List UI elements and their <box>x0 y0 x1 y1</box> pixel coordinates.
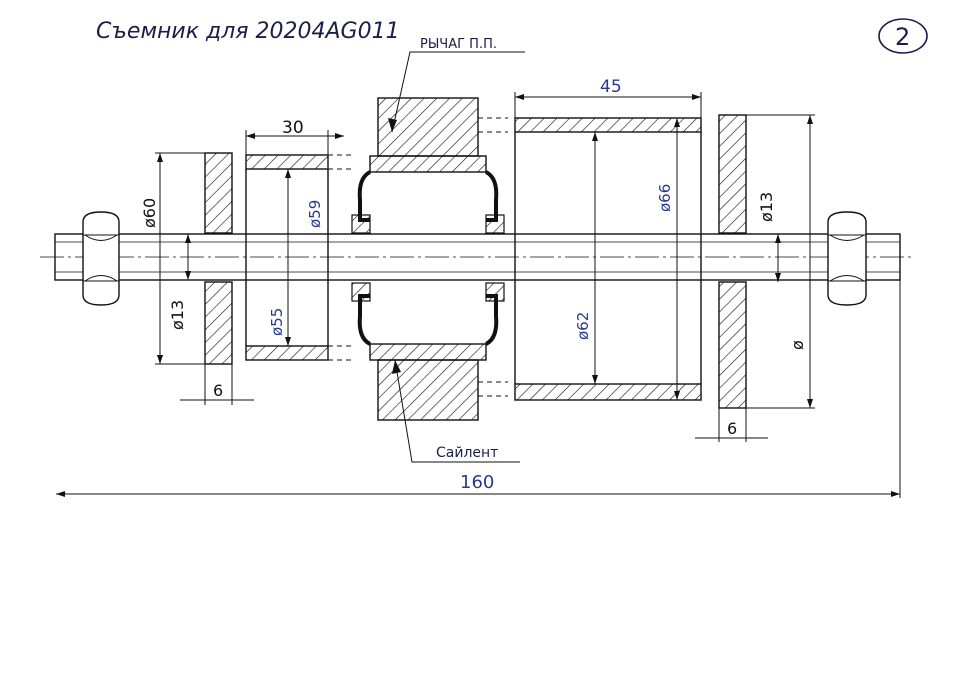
silentblock-bushing <box>351 155 505 361</box>
silentblock-label: Сайлент <box>436 445 498 461</box>
dim-left-spacer-inner-label: ø55 <box>268 308 286 336</box>
dim-total-length-label: 160 <box>460 472 494 493</box>
silentblock-leader: Сайлент <box>392 359 520 463</box>
dim-right-cup-inner-label: ø62 <box>574 312 592 340</box>
dim-left-washer-outer-label: ø60 <box>140 198 159 228</box>
right-washer <box>718 114 747 409</box>
threaded-rod <box>40 233 915 281</box>
sheet-number: 2 <box>895 23 910 51</box>
right-nut <box>827 211 867 306</box>
dim-left-spacer-width-label: 30 <box>282 118 304 138</box>
dim-right-washer-diameters: ø13 ø <box>746 114 815 409</box>
left-spacer-tube <box>245 154 355 361</box>
dim-right-washer-thickness: 6 <box>695 408 768 442</box>
dim-right-washer-thickness-label: 6 <box>727 419 737 438</box>
dim-right-washer-outer-label: ø <box>788 340 807 350</box>
dim-left-spacer-diameters: ø59 ø55 <box>268 169 324 346</box>
dim-left-washer-inner-label: ø13 <box>168 300 187 330</box>
dim-left-spacer-width: 30 <box>245 118 344 155</box>
dim-left-washer-outer: ø60 <box>140 152 205 365</box>
drawing-title: Съемник для 20204AG011 <box>96 19 400 44</box>
dim-right-washer-inner-label: ø13 <box>757 192 776 222</box>
lever-leader: РЫЧАГ П.П. <box>388 37 525 133</box>
dim-right-cup-outer-label: ø66 <box>656 184 674 212</box>
dim-left-spacer-outer-label: ø59 <box>306 200 324 228</box>
dim-right-cup-diameters: ø66 ø62 <box>574 118 680 400</box>
dim-left-washer-thickness: 6 <box>180 364 254 405</box>
lever-label: РЫЧАГ П.П. <box>420 37 497 52</box>
left-nut <box>82 211 120 306</box>
dim-left-washer-inner: ø13 <box>168 234 191 330</box>
right-cup <box>514 117 702 401</box>
sheet-number-badge: 2 <box>878 18 928 54</box>
dim-right-cup-width-label: 45 <box>600 77 622 97</box>
dim-left-washer-thickness-label: 6 <box>213 381 223 400</box>
dim-total-length: 160 <box>56 234 901 498</box>
left-washer <box>204 152 233 365</box>
dim-right-cup-width: 45 <box>514 77 702 118</box>
